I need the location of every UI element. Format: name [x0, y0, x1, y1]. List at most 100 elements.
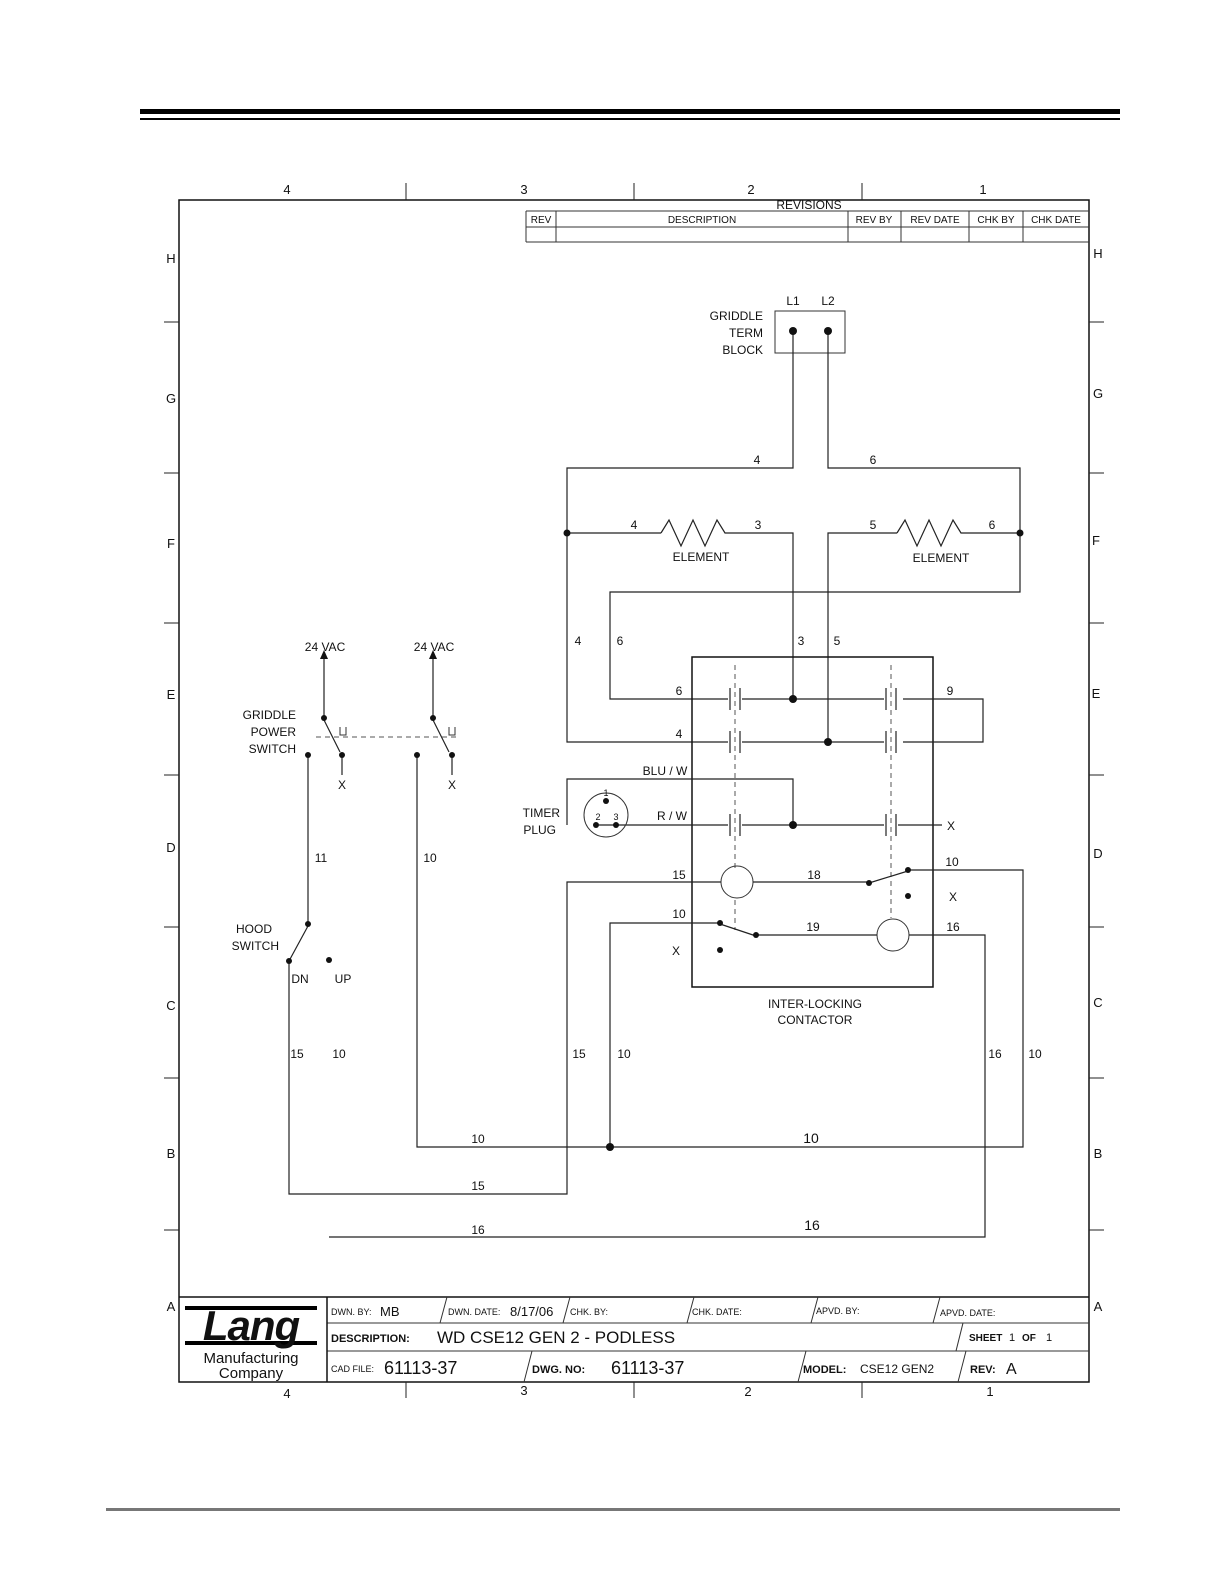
wire-label-4: 4 — [754, 453, 761, 467]
supply-right-label: 24 VAC — [414, 640, 455, 654]
model-value: CSE12 GEN2 — [860, 1362, 934, 1376]
of-label: OF — [1022, 1333, 1036, 1344]
zone-ticks — [164, 183, 1104, 1398]
zone-row-h-right: H — [1093, 246, 1102, 261]
wire-label-16: 16 — [946, 920, 960, 934]
zone-row-f-left: F — [167, 536, 175, 551]
wire-label-15: 15 — [290, 1047, 304, 1061]
zone-row-c-left: C — [166, 998, 175, 1013]
zone-row-a-right: A — [1094, 1299, 1103, 1314]
zone-col-2-bottom: 2 — [744, 1384, 751, 1399]
zone-col-3-top: 3 — [520, 182, 527, 197]
title-block: Lang Manufacturing Company DWN. BY: MB D… — [179, 1296, 1089, 1383]
wire-label-9: 9 — [947, 684, 954, 698]
contactor-label: INTER-LOCKING CONTACTOR — [768, 997, 862, 1027]
of-value: 1 — [1046, 1332, 1052, 1344]
zone-col-1-bottom: 1 — [986, 1384, 993, 1399]
wire-label-10: 10 — [471, 1132, 485, 1146]
coil-left — [720, 865, 754, 899]
arrow-up-icon — [320, 650, 328, 659]
header-rule-thin — [140, 118, 1120, 120]
wire-label-15: 15 — [471, 1179, 485, 1193]
x-contact-row3: X — [947, 819, 955, 833]
rev-col-rev-date: REV DATE — [910, 215, 960, 226]
wire-label-15: 15 — [572, 1047, 586, 1061]
description-value: WD CSE12 GEN 2 - PODLESS — [437, 1328, 675, 1347]
wire-label-6: 6 — [989, 518, 996, 532]
zone-row-h-left: H — [166, 251, 175, 266]
lang-logo-text: Lang — [203, 1302, 300, 1349]
terminal-l2: L2 — [821, 294, 835, 308]
zone-row-d-right: D — [1093, 846, 1102, 861]
zone-col-4-top: 4 — [283, 182, 290, 197]
sheet-value: 1 — [1009, 1332, 1015, 1344]
wire-label-4: 4 — [631, 518, 638, 532]
wire-label-10: 10 — [803, 1130, 819, 1146]
x-interlock-right: X — [949, 890, 957, 904]
term-block-label-line3: BLOCK — [722, 343, 763, 357]
term-block-label-line1: GRIDDLE — [710, 309, 763, 323]
rev-label: REV: — [970, 1364, 996, 1376]
zone-row-f-right: F — [1092, 533, 1100, 548]
timer-plug-circle — [583, 792, 629, 838]
rev-col-chk-date: CHK DATE — [1031, 215, 1081, 226]
rev-col-description: DESCRIPTION — [668, 215, 736, 226]
revisions-title: REVISIONS — [776, 198, 841, 212]
model-label: MODEL: — [803, 1364, 846, 1376]
footer-rule — [106, 1508, 1120, 1511]
cad-file-value: 61113-37 — [384, 1358, 457, 1378]
lang-logo: Lang Manufacturing Company — [185, 1302, 317, 1382]
hood-switch-label-line2: SWITCH — [232, 939, 279, 953]
zone-col-3-bottom: 3 — [520, 1383, 527, 1398]
wire-label-19: 19 — [806, 920, 820, 934]
wire-label-3: 3 — [798, 634, 805, 648]
supply-left-label: 24 VAC — [305, 640, 346, 654]
wire-label-10: 10 — [332, 1047, 346, 1061]
element-right-resistor — [609, 518, 1021, 700]
wire-label-15: 15 — [672, 868, 686, 882]
x-power-right: X — [448, 778, 456, 792]
contactor-label-line2: CONTACTOR — [778, 1013, 853, 1027]
timer-plug-label: TIMER PLUG 1 2 3 — [523, 788, 619, 837]
dwn-by-label: DWN. BY: — [331, 1307, 372, 1317]
wire-label-blu-w: BLU / W — [643, 764, 688, 778]
wire-label-10: 10 — [945, 855, 959, 869]
power-switch-label: GRIDDLE POWER SWITCH — [243, 708, 297, 756]
wire-label-6: 6 — [617, 634, 624, 648]
hood-switch-label: HOOD SWITCH DN UP — [232, 922, 352, 986]
contactor-label-line1: INTER-LOCKING — [768, 997, 862, 1011]
apvd-by-label: APVD. BY: — [816, 1306, 860, 1316]
power-switch-label-line3: SWITCH — [249, 742, 296, 756]
x-power-left: X — [338, 778, 346, 792]
wire-numbers: 4 6 4 3 5 6 4 6 3 5 6 9 4 BLU / W R / W … — [290, 453, 1042, 1237]
element-left-resistor — [660, 518, 794, 699]
zone-row-b-right: B — [1094, 1146, 1103, 1161]
wire-label-10: 10 — [423, 851, 437, 865]
contactor-contacts — [729, 688, 897, 836]
company-name-line2: Company — [219, 1365, 284, 1382]
wire-label-5: 5 — [834, 634, 841, 648]
wire-label-16: 16 — [804, 1217, 820, 1233]
zone-row-g-left: G — [166, 391, 176, 406]
timer-pin-3: 3 — [613, 812, 618, 822]
junction-dots — [286, 327, 1024, 1151]
term-block-label: GRIDDLE TERM BLOCK L1 L2 — [710, 294, 835, 357]
chk-by-label: CHK. BY: — [570, 1307, 608, 1317]
rev-col-rev-by: REV BY — [856, 215, 893, 226]
dwn-by-value: MB — [380, 1304, 400, 1319]
timer-pin-1: 1 — [603, 788, 608, 798]
dwg-no-label: DWG. NO: — [532, 1364, 585, 1376]
zone-col-2-top: 2 — [747, 182, 754, 197]
timer-pin-2: 2 — [595, 812, 600, 822]
wire-label-5: 5 — [870, 518, 877, 532]
zone-row-a-left: A — [167, 1299, 176, 1314]
wire-label-4: 4 — [676, 727, 683, 741]
zone-rows-right: H G F E D C B A — [1092, 246, 1103, 1314]
timer-plug-label-line1: TIMER — [523, 806, 561, 820]
power-switch-label-line1: GRIDDLE — [243, 708, 296, 722]
arrow-up-icon — [429, 650, 437, 659]
header-rule-thick — [140, 109, 1120, 114]
zone-rows-left: H G F E D C B A — [166, 251, 176, 1314]
drawing-frame — [178, 199, 1090, 1383]
